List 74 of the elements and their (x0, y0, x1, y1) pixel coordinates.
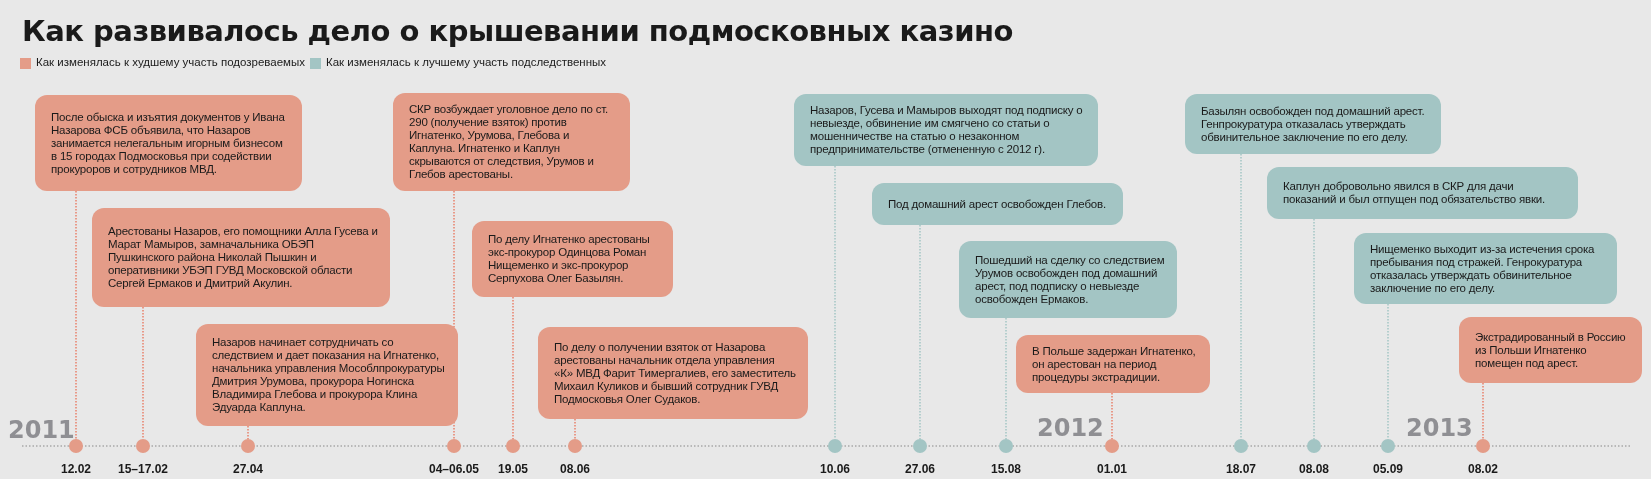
event-text: Назаров, Гусева и Мамыров выходят под подписку о невыезде, обвинение им смягчено со статьи о мошенничестве на статью о незаконном предпринимательстве (отмененную с 2012 г). (810, 104, 1084, 156)
year-label: 2011 (8, 416, 75, 444)
leader-line (1313, 218, 1315, 440)
date-label: 15–17.02 (116, 462, 170, 476)
leader-line (1482, 382, 1484, 440)
timeline-dot (913, 439, 927, 453)
event-box (959, 241, 1177, 318)
event-text: Базылян освобожден под домашний арест. Генпрокуратура отказалась утверждать обвинительное заключение по его делу. (1201, 104, 1426, 144)
timeline-dot (136, 439, 150, 453)
date-label: 18.07 (1225, 462, 1257, 476)
event-box (1267, 167, 1578, 219)
timeline-dot (1105, 439, 1119, 453)
timeline-dot (1234, 439, 1248, 453)
event-text: По делу Игнатенко арестованы экс-прокурор Одинцова Роман Нищеменко и экс-прокурор Серпухова Олег Базылян. (488, 233, 651, 285)
date-label: 12.02 (60, 462, 92, 476)
event-text: Каплун добровольно явился в СКР для дачи показаний и был отпущен под обязательство явки. (1283, 180, 1546, 206)
date-label: 08.06 (559, 462, 591, 476)
legend-label: Как изменялась к худшему участь подозреваемых (36, 56, 306, 68)
date-label: 08.02 (1467, 462, 1499, 476)
event-text: В Польше задержан Игнатенко, он арестован на период процедуры экстрадиции. (1032, 344, 1197, 384)
date-label: 08.08 (1298, 462, 1330, 476)
timeline-dot (447, 439, 461, 453)
event-box (1459, 317, 1642, 383)
leader-line (834, 165, 836, 440)
timeline-dot (506, 439, 520, 453)
event-text: Нищеменко выходит из-за истечения срока пребывания под стражей. Генрокуратура отказалась утверждать обвинительное заключение по его делу. (1370, 242, 1596, 295)
event-box (1354, 233, 1617, 304)
event-box (92, 208, 390, 307)
leader-line (919, 224, 921, 440)
event-box (35, 95, 302, 191)
leader-line (512, 296, 514, 440)
date-label: 05.09 (1372, 462, 1404, 476)
event-text: После обыска и изъятия документов у Ивана Назарова ФСБ объявила, что Назаров занимается нелегальным игорным бизнесом в 15 городах Подмосковья при содействии прокуроров и сотрудников МВД. (51, 110, 286, 176)
leader-line (574, 418, 576, 440)
event-box (538, 327, 808, 419)
date-label: 10.06 (819, 462, 851, 476)
year-label: 2013 (1406, 414, 1473, 442)
event-text: Назаров начинает сотрудничать со следствием и дает показания на Игнатенко, начальника управления Мособлпрокуратуры Дмитрия Урумова, прокурора Ногинска Владимира Глебова и прокурора Клина Эдуарда Каплуна. (212, 336, 446, 414)
leader-line (75, 190, 77, 440)
timeline-dot (1307, 439, 1321, 453)
date-label: 27.04 (232, 462, 264, 476)
timeline-dot (69, 439, 83, 453)
year-label: 2012 (1037, 414, 1104, 442)
event-box (196, 324, 458, 426)
event-box (472, 221, 673, 297)
date-label: 15.08 (990, 462, 1022, 476)
timeline-dot (828, 439, 842, 453)
event-text: Арестованы Назаров, его помощники Алла Гусева и Марат Мамыров, замначальника ОБЭП Пушкинского района Николай Пышкин и оперативники УБЭП ГУВД Московской области Сергей Ермаков и Дмитрий Акулин. (108, 225, 378, 290)
event-box (1016, 335, 1210, 393)
date-label: 04–06.05 (427, 462, 481, 476)
event-text: Под домашний арест освобожден Глебов. (888, 197, 1106, 211)
leader-line (1387, 303, 1389, 440)
leader-line (142, 306, 144, 440)
event-text: По делу о получении взяток от Назарова арестованы начальник отдела управления «К» МВД Фарит Тимергалиев, его заместитель Михаил Куликов и бывший сотрудник ГУВД Подмосковья Олег Судаков. (554, 340, 796, 406)
event-box (393, 93, 630, 191)
leader-line (1005, 317, 1007, 440)
date-label: 01.01 (1096, 462, 1128, 476)
timeline-dot (1476, 439, 1490, 453)
timeline-dot (999, 439, 1013, 453)
leader-line (1240, 153, 1242, 440)
timeline-dot (241, 439, 255, 453)
leader-line (247, 425, 249, 440)
timeline-dot (1381, 439, 1395, 453)
leader-line (1111, 392, 1113, 440)
event-box (794, 94, 1098, 166)
event-text: Пошедший на сделку со следствием Урумов освобожден под домашний арест, под подписку о невыезде освобожден Ермаков. (975, 253, 1165, 306)
event-text: СКР возбуждает уголовное дело по ст. 290 (получение взяток) против Игнатенко, Урумова, Глебова и Каплуна. Игнатенко и Каплун скрываются от следствия, Урумов и Глебов арестованы. (409, 103, 609, 181)
event-box (872, 183, 1123, 225)
title: Как развивалось дело о крышевании подмосковных казино (22, 14, 1013, 48)
legend-label: Как изменялась к лучшему участь подследственных (326, 56, 607, 68)
event-box (1185, 94, 1441, 154)
event-text: Экстрадированный в Россию из Польши Игнатенко помещен под арест. (1475, 330, 1627, 370)
date-label: 27.06 (904, 462, 936, 476)
timeline-dot (568, 439, 582, 453)
